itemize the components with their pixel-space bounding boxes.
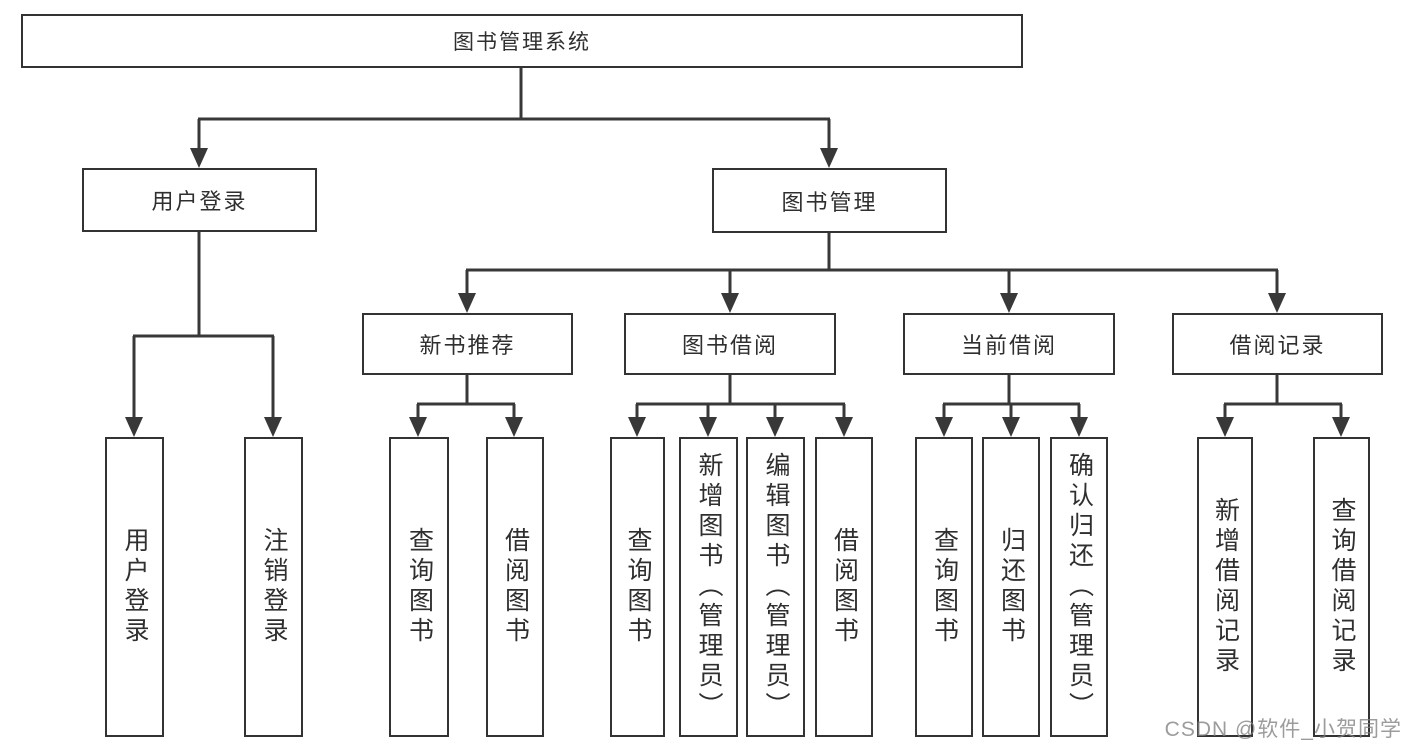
node-book-borrow: 图书借阅 bbox=[624, 313, 836, 375]
node-current-borrow: 当前借阅 bbox=[903, 313, 1115, 375]
leaf-current-query-book-label: 查询图书 bbox=[930, 527, 959, 647]
arrowhead-icon bbox=[1002, 417, 1020, 437]
connector-newbook-to-leaves bbox=[416, 374, 516, 423]
node-new-book-recommend-label: 新书推荐 bbox=[419, 333, 516, 358]
arrowhead-icon bbox=[699, 417, 717, 437]
leaf-confirm-return-admin: 确认归还（管理员） bbox=[1050, 437, 1108, 737]
connector-currentborrow-to-leaves bbox=[942, 374, 1081, 423]
arrowhead-icon bbox=[458, 293, 476, 313]
csdn-watermark: CSDN @软件_小贺同学 bbox=[1164, 718, 1402, 741]
arrowhead-icon bbox=[264, 417, 282, 437]
leaf-add-borrow-record-label: 新增借阅记录 bbox=[1211, 497, 1240, 677]
leaf-edit-book-admin-label: 编辑图书（管理员） bbox=[762, 452, 790, 722]
arrowhead-icon bbox=[505, 417, 523, 437]
leaf-user-login: 用户登录 bbox=[105, 437, 164, 737]
leaf-add-book-admin-label: 新增图书（管理员） bbox=[695, 452, 723, 722]
node-user-login-label: 用户登录 bbox=[151, 189, 248, 214]
node-root-label: 图书管理系统 bbox=[453, 31, 591, 54]
connector-borrowrecord-to-leaves bbox=[1223, 374, 1343, 423]
node-borrow-record-label: 借阅记录 bbox=[1229, 333, 1326, 358]
leaf-borrow-query-book: 查询图书 bbox=[610, 437, 665, 737]
leaf-edit-book-admin: 编辑图书（管理员） bbox=[746, 437, 805, 737]
leaf-current-query-book: 查询图书 bbox=[915, 437, 973, 737]
arrowhead-icon bbox=[409, 417, 427, 437]
leaf-logout-label: 注销登录 bbox=[260, 527, 288, 647]
leaf-recommend-borrow-book: 借阅图书 bbox=[486, 437, 544, 737]
arrowhead-icon bbox=[190, 148, 208, 168]
arrowhead-icon bbox=[820, 148, 838, 168]
leaf-confirm-return-admin-label: 确认归还（管理员） bbox=[1065, 452, 1094, 722]
node-borrow-record: 借阅记录 bbox=[1172, 313, 1383, 375]
arrowhead-icon bbox=[1332, 417, 1350, 437]
node-root: 图书管理系统 bbox=[21, 14, 1023, 68]
arrowhead-icon bbox=[1070, 417, 1088, 437]
leaf-query-borrow-record-label: 查询借阅记录 bbox=[1328, 497, 1356, 677]
leaf-borrow-book: 借阅图书 bbox=[815, 437, 873, 737]
connector-lines bbox=[132, 67, 1343, 423]
connector-userlogin-to-leaves bbox=[132, 231, 275, 423]
leaf-borrow-query-book-label: 查询图书 bbox=[624, 527, 652, 647]
arrowhead-icons bbox=[125, 148, 1350, 437]
node-user-login: 用户登录 bbox=[82, 168, 317, 232]
node-book-management-label: 图书管理 bbox=[781, 189, 878, 215]
node-book-management: 图书管理 bbox=[712, 168, 947, 233]
arrowhead-icon bbox=[628, 417, 646, 437]
leaf-add-book-admin: 新增图书（管理员） bbox=[679, 437, 738, 737]
leaf-return-book: 归还图书 bbox=[982, 437, 1040, 737]
arrowhead-icon bbox=[835, 417, 853, 437]
arrowhead-icon bbox=[721, 293, 739, 313]
arrowhead-icon bbox=[1216, 417, 1234, 437]
arrowhead-icon bbox=[766, 417, 784, 437]
leaf-add-borrow-record: 新增借阅记录 bbox=[1197, 437, 1253, 737]
node-book-borrow-label: 图书借阅 bbox=[681, 333, 778, 358]
leaf-recommend-borrow-book-label: 借阅图书 bbox=[501, 527, 530, 647]
node-current-borrow-label: 当前借阅 bbox=[960, 333, 1057, 358]
leaf-logout: 注销登录 bbox=[244, 437, 303, 737]
arrowhead-icon bbox=[125, 417, 143, 437]
connector-root-to-level2 bbox=[197, 67, 831, 154]
leaf-borrow-book-label: 借阅图书 bbox=[830, 527, 859, 647]
leaf-recommend-query-book: 查询图书 bbox=[389, 437, 449, 737]
connector-bookmgmt-to-level3 bbox=[465, 232, 1279, 299]
connector-bookborrow-to-leaves bbox=[635, 374, 846, 423]
arrowhead-icon bbox=[1000, 293, 1018, 313]
leaf-recommend-query-book-label: 查询图书 bbox=[405, 527, 434, 647]
arrowhead-icon bbox=[1268, 293, 1286, 313]
leaf-query-borrow-record: 查询借阅记录 bbox=[1313, 437, 1370, 737]
leaf-return-book-label: 归还图书 bbox=[997, 527, 1026, 647]
arrowhead-icon bbox=[935, 417, 953, 437]
leaf-user-login-label: 用户登录 bbox=[121, 527, 149, 647]
node-new-book-recommend: 新书推荐 bbox=[362, 313, 573, 375]
